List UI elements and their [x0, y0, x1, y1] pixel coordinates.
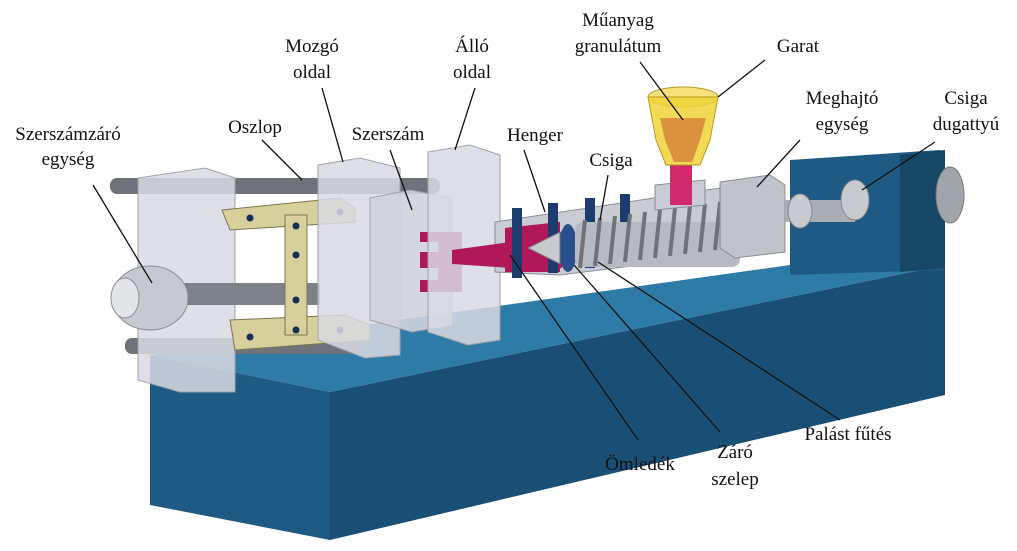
label-clamp-unit-1: Szerszámzáró [15, 124, 121, 145]
leader-melt [509, 254, 639, 441]
screw-flights [575, 201, 740, 269]
piston-end [935, 166, 965, 224]
leader-hopper [717, 59, 766, 98]
label-moving-side-2: oldal [293, 62, 331, 83]
label-drive-unit-1: Meghajtó [806, 88, 879, 109]
base-long-front-face [330, 265, 945, 540]
leader-screw [599, 174, 609, 221]
leader-fixed-side [454, 87, 476, 151]
piston-collar [840, 179, 870, 221]
leader-drive-unit [756, 139, 801, 188]
base-top-face [150, 265, 945, 392]
label-screw-piston-1: Csiga [944, 88, 988, 109]
label-screw: Csiga [589, 150, 633, 171]
fixed-platen [427, 144, 501, 346]
check-valve-ring [559, 224, 577, 272]
clamp-plate [137, 167, 236, 393]
label-fixed-side-2: oldal [453, 62, 491, 83]
label-check-valve-2: szelep [711, 469, 758, 490]
label-clamp-unit-2: egység [42, 149, 95, 170]
clamp-cylinder-face [110, 277, 140, 319]
leader-moving-side [321, 87, 344, 163]
base-front-face [150, 355, 330, 540]
leader-screw-piston [861, 141, 936, 191]
leader-tie-bar [261, 139, 303, 181]
label-granulate-2: granulátum [575, 36, 662, 57]
leader-band-heater [597, 261, 841, 421]
label-screw-piston-2: dugattyú [933, 114, 1000, 135]
label-moving-side-1: Mozgó [285, 36, 339, 57]
hopper [647, 86, 719, 166]
label-drive-unit-2: egység [816, 114, 869, 135]
label-mold: Szerszám [352, 124, 425, 145]
base-right-block-side [900, 150, 945, 272]
label-hopper: Garat [777, 36, 820, 57]
leader-clamp-unit [92, 184, 153, 284]
leader-granulate [639, 61, 684, 121]
clamp-ram [175, 283, 320, 305]
label-band-heater: Palást fűtés [804, 424, 891, 445]
label-check-valve-1: Záró [717, 442, 753, 463]
drive-unit [719, 174, 786, 259]
feed-granulate-stream [670, 165, 692, 205]
leader-check-valve [573, 264, 721, 433]
leader-mold [389, 149, 413, 211]
label-melt: Ömledék [605, 454, 675, 475]
label-tie-bar: Oszlop [228, 117, 282, 138]
screw-tip [526, 231, 561, 265]
drive-shaft-collar [787, 193, 813, 229]
label-granulate-1: Műanyag [582, 10, 654, 31]
label-barrel: Henger [507, 125, 564, 146]
granulate-fill [660, 118, 706, 162]
label-fixed-side-1: Álló [455, 35, 489, 57]
leader-barrel [523, 149, 546, 213]
